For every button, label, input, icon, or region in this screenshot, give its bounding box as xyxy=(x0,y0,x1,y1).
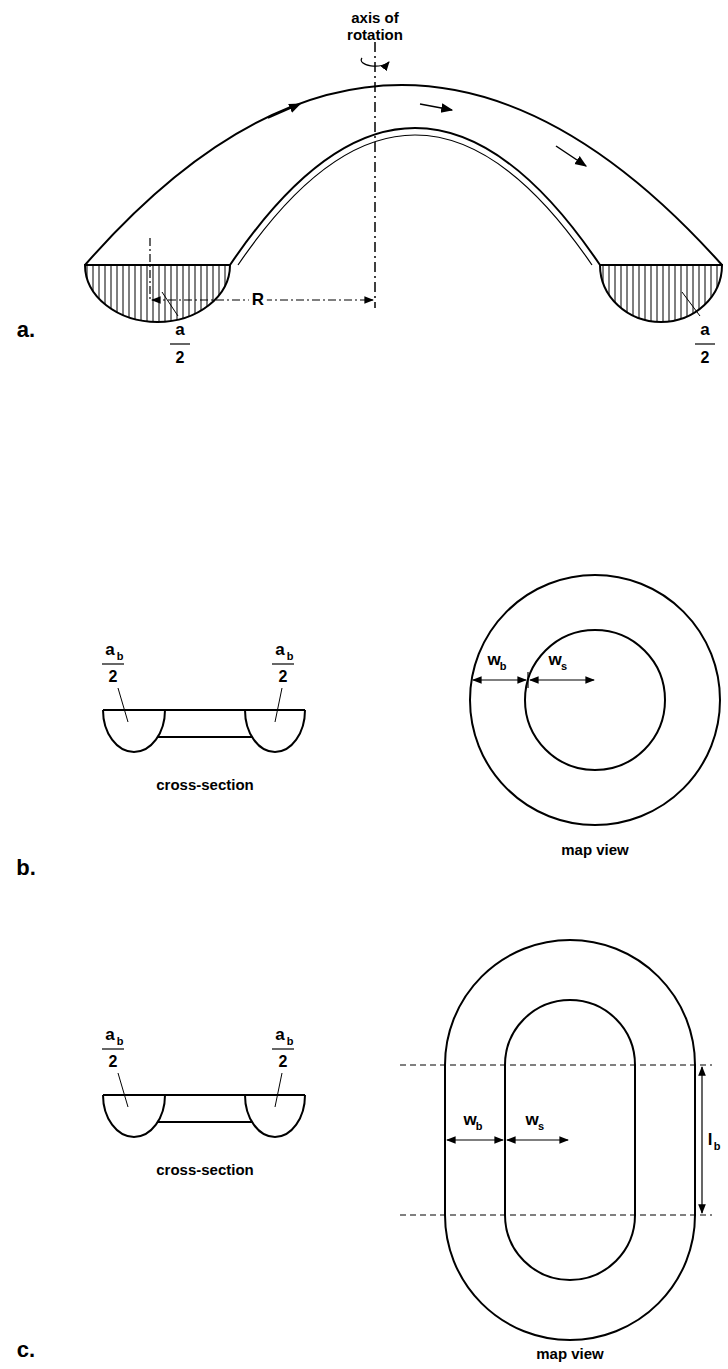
subscript: b xyxy=(714,1140,721,1152)
dimension-label: w xyxy=(487,651,500,670)
fraction-denominator: 2 xyxy=(176,349,185,367)
subscript: b xyxy=(287,1035,294,1047)
dimension-label: w xyxy=(525,1111,538,1130)
fraction-numerator: a xyxy=(275,1026,284,1045)
subscript: b xyxy=(476,1120,483,1132)
subscript: s xyxy=(538,1120,544,1132)
axis-label: axis of rotation xyxy=(335,10,415,43)
panel-letter: b. xyxy=(16,856,36,880)
view-caption: cross-section xyxy=(156,777,254,794)
fraction-denominator: 2 xyxy=(701,349,710,367)
fraction-numerator: a xyxy=(700,321,709,340)
dimension-label: w xyxy=(548,651,561,670)
fraction-numerator: a xyxy=(105,1026,114,1045)
fraction-denominator: 2 xyxy=(279,668,288,686)
fraction-numerator: a xyxy=(105,641,114,660)
subscript: s xyxy=(561,660,567,672)
fraction-numerator: a xyxy=(275,641,284,660)
subscript: b xyxy=(500,660,507,672)
fraction-numerator: a xyxy=(175,321,184,340)
dimension-label: R xyxy=(249,291,267,310)
panel-letter: c. xyxy=(17,1338,35,1362)
fraction-denominator: 2 xyxy=(109,668,118,686)
fraction-denominator: 2 xyxy=(109,1053,118,1071)
view-caption: map view xyxy=(561,842,629,859)
subscript: b xyxy=(117,650,124,662)
panel-letter: a. xyxy=(17,318,35,342)
view-caption: cross-section xyxy=(156,1162,254,1179)
dimension-label: l xyxy=(708,1131,713,1150)
subscript: b xyxy=(117,1035,124,1047)
subscript: b xyxy=(287,650,294,662)
view-caption: map view xyxy=(536,1346,604,1363)
fraction-denominator: 2 xyxy=(279,1053,288,1071)
dimension-label: w xyxy=(463,1111,476,1130)
